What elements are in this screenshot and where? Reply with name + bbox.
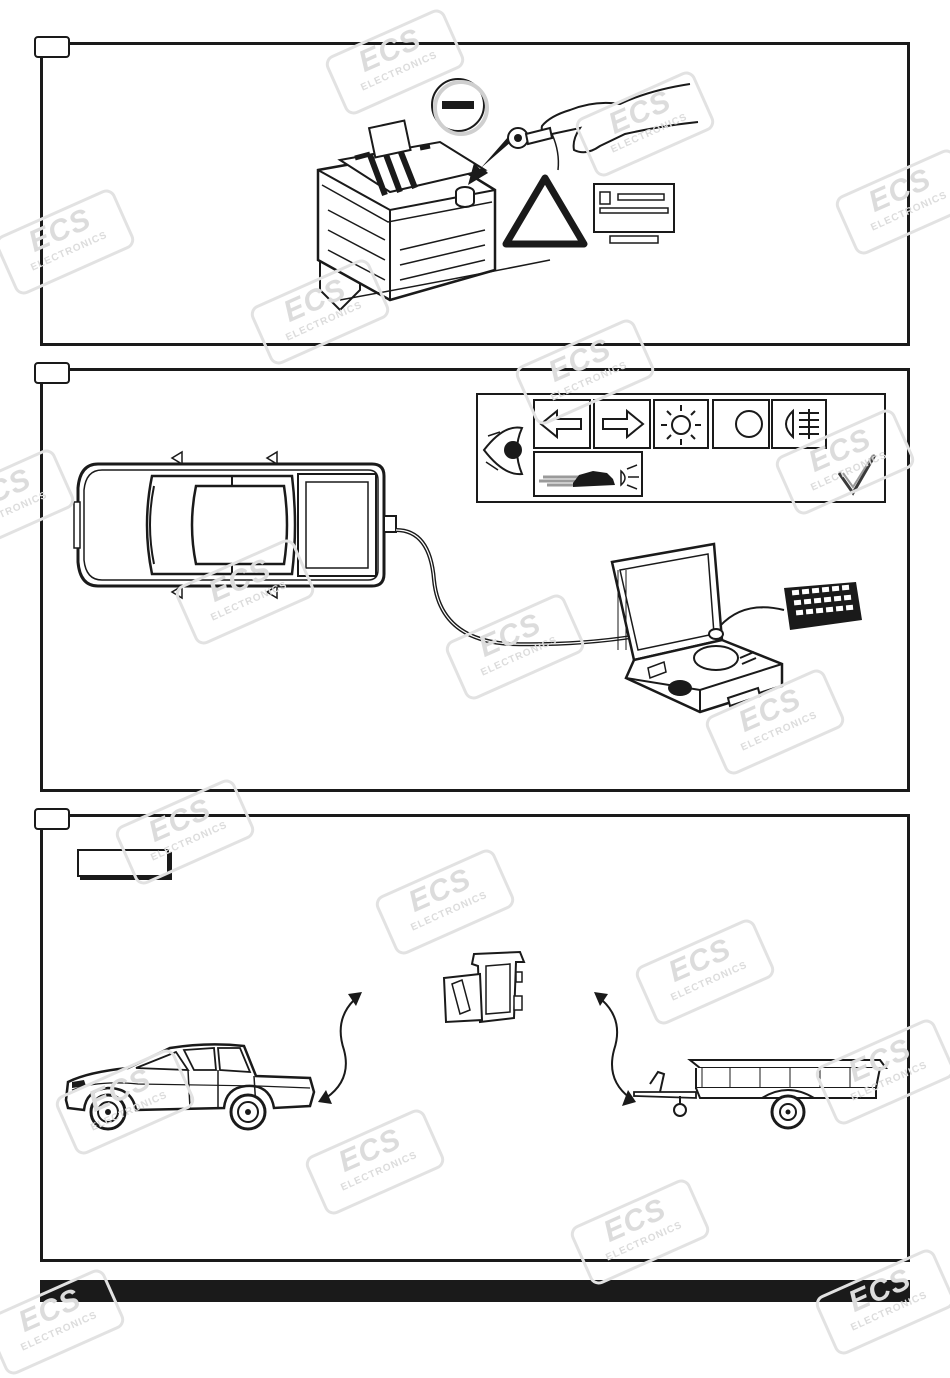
label-box [77, 849, 169, 877]
connect-arrow-right-icon [594, 992, 636, 1106]
trailer-socket-icon [442, 950, 526, 1024]
test-cable [395, 528, 661, 647]
disconnect-arrow-icon [468, 137, 512, 185]
pickup-truck-icon [64, 1043, 316, 1131]
eye-icon [482, 426, 524, 476]
reverse-light-icon [712, 399, 770, 449]
warning-triangle-icon [502, 174, 588, 248]
step-2-tab [34, 362, 70, 384]
hand-icon [507, 83, 699, 171]
checkmark-icon [837, 454, 877, 496]
negative-terminal-icon [431, 78, 489, 136]
step-3-tab [34, 808, 70, 830]
trailer-icon [633, 1059, 888, 1130]
step-1-tab [34, 36, 70, 58]
pickup-truck-top-icon [73, 450, 397, 600]
fog-light-icon [771, 399, 827, 449]
left-indicator-icon [533, 399, 591, 449]
brake-light-icon [653, 399, 709, 449]
connect-arrow-left-icon [318, 992, 362, 1104]
step-3-panel [40, 814, 910, 1262]
control-board-icon [784, 582, 862, 630]
battery-icon [316, 119, 551, 312]
tester-case-icon [610, 542, 785, 714]
footer-bar [40, 1280, 910, 1302]
car-lights-icon [533, 451, 643, 497]
right-indicator-icon [593, 399, 651, 449]
radio-icon [593, 183, 675, 244]
